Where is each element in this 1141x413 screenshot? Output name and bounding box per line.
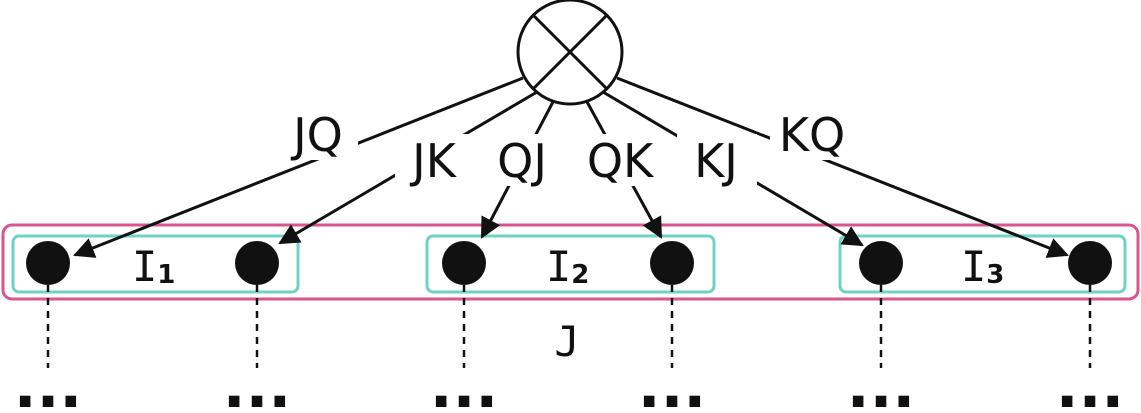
edge-label-qk: QK	[587, 134, 655, 188]
leaf-node-1	[26, 241, 70, 285]
group-i2-box	[425, 234, 716, 294]
edge-label-jk: JK	[409, 134, 458, 188]
leaf-node-6	[1068, 241, 1112, 285]
leaf-6-ellipsis: ...	[1056, 352, 1124, 413]
leaf-1-ellipsis: ...	[14, 352, 82, 413]
group-i1-label: I1	[132, 242, 175, 291]
leaf-node-3	[442, 241, 486, 285]
leaf-3-ellipsis: ...	[430, 352, 498, 413]
edge-label-kq: KQ	[779, 108, 845, 162]
group-j-label: J	[554, 317, 579, 366]
edge-jq	[73, 76, 524, 258]
group-i2-label: I2	[546, 242, 589, 291]
edge-label-jq: JQ	[290, 108, 343, 162]
group-i3-box	[838, 234, 1127, 294]
root-node-icon	[516, 0, 624, 106]
leaf-2-ellipsis: ...	[223, 352, 291, 413]
leaf-node-2	[235, 241, 279, 285]
edge-label-qj: QJ	[497, 134, 547, 188]
edge-kq	[616, 76, 1069, 258]
leaf-node-5	[859, 241, 903, 285]
edge-label-kj: KJ	[694, 134, 738, 188]
group-i3-label: I3	[961, 242, 1004, 291]
leaf-5-ellipsis: ...	[847, 352, 915, 413]
group-i1-box	[11, 234, 300, 294]
leaf-4-ellipsis: ...	[638, 352, 706, 413]
group-j-box	[1, 223, 1140, 301]
leaf-node-4	[650, 241, 694, 285]
